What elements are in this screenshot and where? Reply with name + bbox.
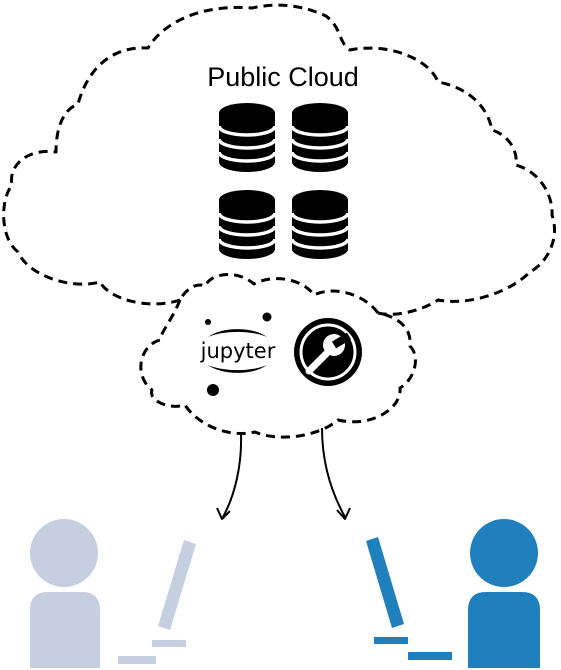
public-cloud-outline [2,3,557,316]
arrow-left [216,433,243,520]
service-cloud-outline [139,273,417,439]
jupyter-logo: jupyter [200,312,276,396]
database-icon [290,188,350,261]
user-left [30,519,196,668]
database-icon [217,101,277,174]
person-icon [470,519,538,587]
arrow-right [321,427,351,520]
database-icon [217,188,277,261]
cloud-title: Public Cloud [207,62,359,92]
computer-icon [118,540,196,664]
database-icon [290,101,350,174]
person-icon [30,519,98,587]
user-right [366,519,540,668]
computer-icon [366,537,452,660]
jupyter-label: jupyter [200,339,276,363]
wrench-icon [294,318,362,386]
